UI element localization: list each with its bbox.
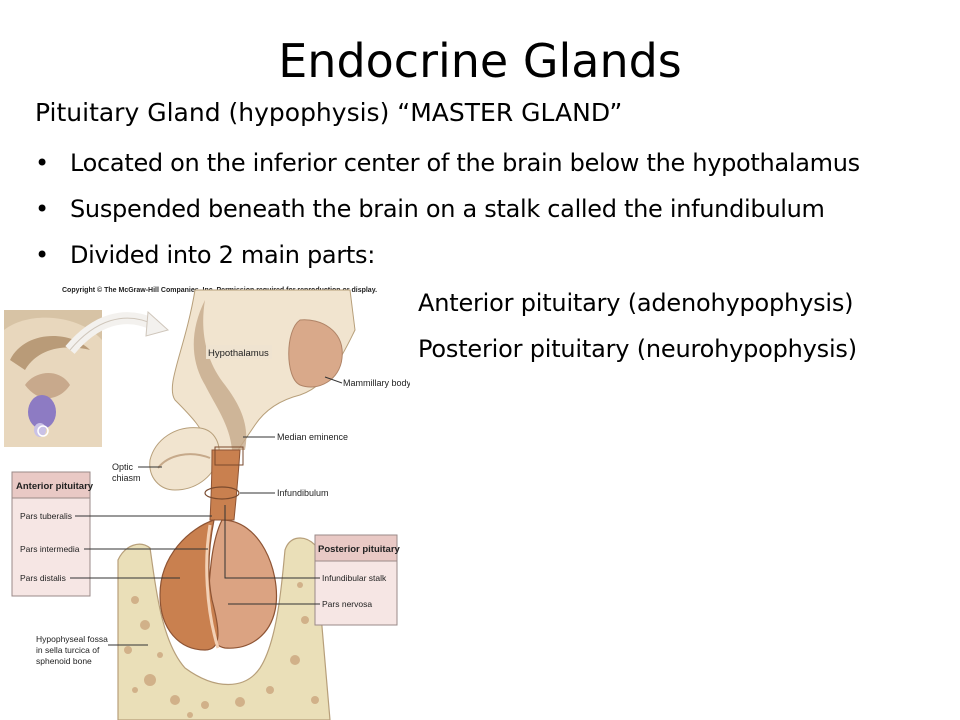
anterior-pituitary-box: Anterior pituitary Pars tuberalis Pars i…: [11, 471, 94, 597]
bullet-text: Divided into 2 main parts:: [70, 241, 375, 269]
posterior-pituitary-box: Posterior pituitary Infundibular stalk P…: [314, 534, 401, 626]
infundibulum-label: Infundibulum: [277, 488, 329, 498]
pituitary-parts-list: Anterior pituitary (adenohypophysis) Pos…: [418, 280, 857, 372]
arrowhead-icon: [145, 310, 170, 337]
leader-line: [224, 505, 320, 579]
pars-nervosa-label: Pars nervosa: [322, 599, 372, 609]
infundibular-stalk-label: Infundibular stalk: [322, 573, 387, 583]
bullet-text: Located on the inferior center of the br…: [70, 149, 860, 177]
bullet-text: Suspended beneath the brain on a stalk c…: [70, 195, 825, 223]
pituitary-gland: [159, 519, 278, 651]
bullet-dot: •: [35, 195, 49, 223]
chiasm-label: chiasm: [112, 473, 141, 483]
infundibulum-ring: [204, 486, 240, 500]
bullet-item: • Divided into 2 main parts:: [35, 232, 860, 278]
pars-tuberalis-label: Pars tuberalis: [20, 511, 72, 521]
pars-intermedia-label: Pars intermedia: [20, 544, 80, 554]
median-eminence-box: [214, 446, 244, 466]
sphenoid-bone: [117, 537, 331, 720]
fossa-label-line1: Hypophyseal fossa: [36, 634, 108, 644]
fossa-label-line2: in sella turcica of: [36, 645, 100, 655]
anterior-box-heading: Anterior pituitary: [16, 481, 94, 492]
arrow-outline: [69, 317, 156, 351]
bullet-dot: •: [35, 149, 49, 177]
bullet-item: • Suspended beneath the brain on a stalk …: [35, 186, 860, 232]
infundibulum-stalk: [209, 449, 241, 521]
hypothalamus-label: Hypothalamus: [208, 348, 269, 359]
hypothalamus-label-bg: [206, 345, 272, 359]
median-eminence-label: Median eminence: [277, 432, 348, 442]
slide-title: Endocrine Glands: [278, 34, 682, 88]
part-posterior: Posterior pituitary (neurohypophysis): [418, 335, 857, 363]
leader-line: [324, 376, 343, 384]
optic-label: Optic: [112, 462, 134, 472]
bullet-list: • Located on the inferior center of the b…: [35, 140, 860, 278]
mammillary-body-label: Mammillary body: [343, 378, 410, 388]
posterior-box-heading: Posterior pituitary: [318, 544, 401, 555]
bullet-dot: •: [35, 241, 49, 269]
fossa-label-line3: sphenoid bone: [36, 656, 92, 666]
slide-subtitle: Pituitary Gland (hypophysis) “MASTER GLA…: [35, 98, 623, 127]
bullet-item: • Located on the inferior center of the b…: [35, 140, 860, 186]
part-anterior: Anterior pituitary (adenohypophysis): [418, 289, 854, 317]
brain-tissue: [149, 289, 356, 491]
pars-distalis-label: Pars distalis: [20, 573, 66, 583]
pituitary-diagram: Copyright © The McGraw-Hill Companies, I…: [4, 286, 410, 720]
